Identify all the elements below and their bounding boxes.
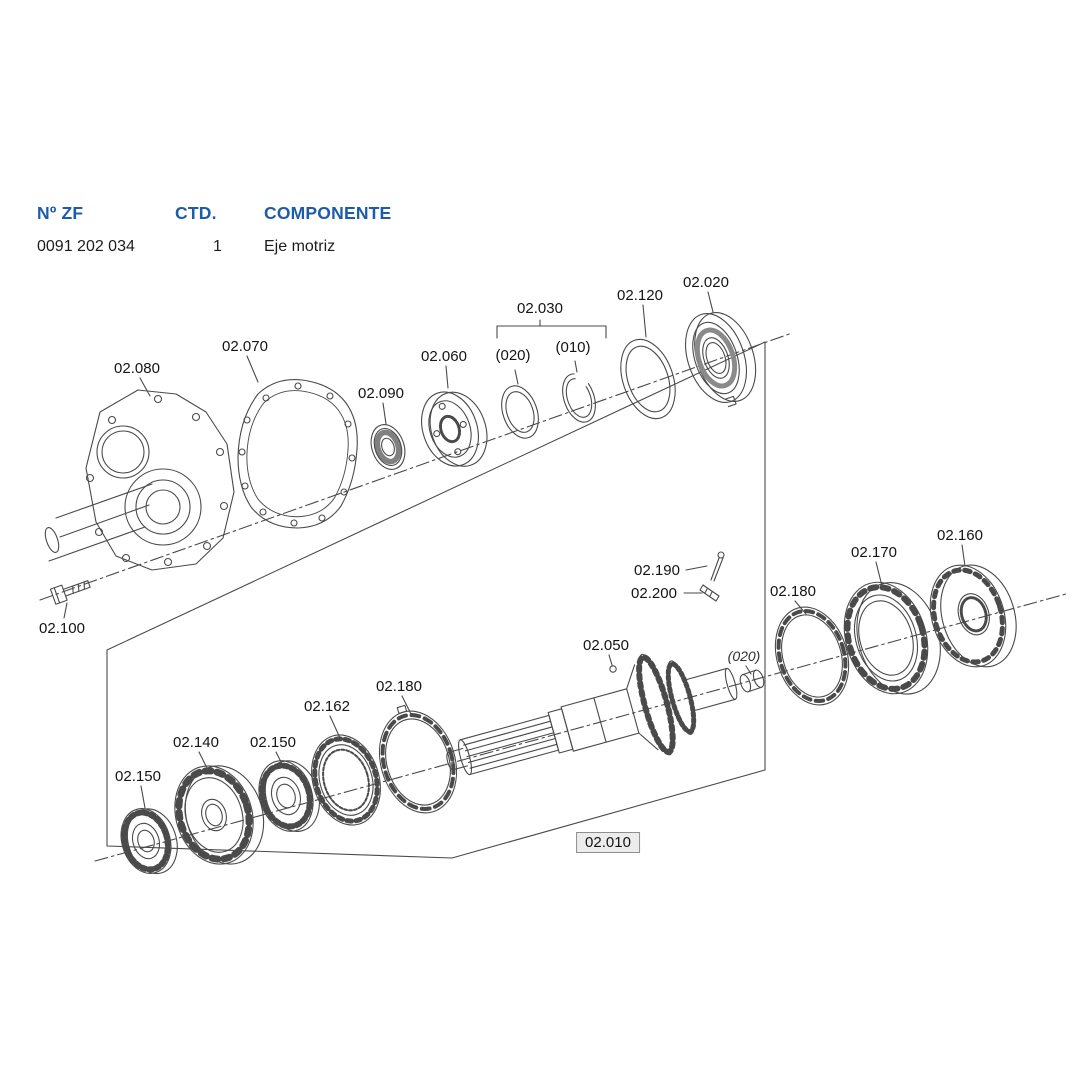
qty-value: 1 (213, 238, 222, 255)
part-02-010-input-shaft (446, 653, 738, 776)
part-label-02-200: 02.200 (631, 585, 677, 602)
reference-box (106, 341, 766, 859)
part-02-020-bearing (685, 311, 757, 408)
part-label-02-060: 02.060 (421, 348, 467, 365)
part-02-180-left (378, 704, 458, 814)
part-label-02-162: 02.162 (304, 698, 350, 715)
part-02-120-shim-ring (620, 338, 676, 420)
part-label-02-080: 02.080 (114, 360, 160, 377)
part-label-02-140: 02.140 (173, 734, 219, 751)
part-02-200-roll-pin (699, 584, 720, 602)
part-02-080-housing (44, 389, 235, 571)
part-label-010-sub: (010) (555, 339, 591, 356)
part-label-02-180-left: 02.180 (376, 678, 422, 695)
part-label-02-150-mid: 02.150 (250, 734, 296, 751)
part-label-020-spacer: (020) (727, 648, 761, 664)
part-label-02-020: 02.020 (683, 274, 729, 291)
part-label-02-120: 02.120 (617, 287, 663, 304)
part-02-180-right (774, 606, 850, 706)
part-label-02-190: 02.190 (634, 562, 680, 579)
part-label-02-070: 02.070 (222, 338, 268, 355)
col-header-zf-number: Nº ZF (37, 203, 84, 223)
part-label-02-170: 02.170 (851, 544, 897, 561)
group-bracket-02-030 (496, 319, 607, 339)
part-02-070-gasket (237, 379, 358, 529)
part-label-02-100: 02.100 (39, 620, 85, 637)
part-label-02-160: 02.160 (937, 527, 983, 544)
part-02-170-sliding-sleeve (843, 581, 941, 695)
part-02-160-synchro-hub (929, 564, 1017, 668)
part-label-02-150-left: 02.150 (115, 768, 161, 785)
part-02-190-pin (710, 551, 725, 582)
part-02-050-ball (609, 665, 617, 673)
center-axes (39, 332, 1067, 862)
part-label-02-090: 02.090 (358, 385, 404, 402)
part-label-02-050: 02.050 (583, 637, 629, 654)
part-02-030-010-snap-ring (562, 373, 596, 423)
part-label-02-010-boxed: 02.010 (576, 832, 640, 853)
part-02-030-020-shim (501, 385, 539, 439)
part-label-02-180-right: 02.180 (770, 583, 816, 600)
col-header-component: COMPONENTE (264, 203, 392, 223)
part-02-140-gear (174, 765, 265, 865)
part-02-162-synchro-ring (311, 734, 381, 826)
part-020-spacer (739, 669, 765, 693)
part-02-150-left (120, 808, 178, 875)
part-label-02-030: 02.030 (517, 300, 563, 317)
part-02-150-mid (258, 760, 320, 832)
part-label-020-sub: (020) (495, 347, 531, 364)
part-02-060-flange (421, 391, 488, 467)
component-value: Eje motriz (264, 238, 336, 255)
col-header-qty: CTD. (175, 203, 217, 223)
part-number-value: 0091 202 034 (37, 238, 135, 255)
part-02-100-bolt (49, 580, 91, 605)
part-02-090-seal (370, 424, 406, 470)
